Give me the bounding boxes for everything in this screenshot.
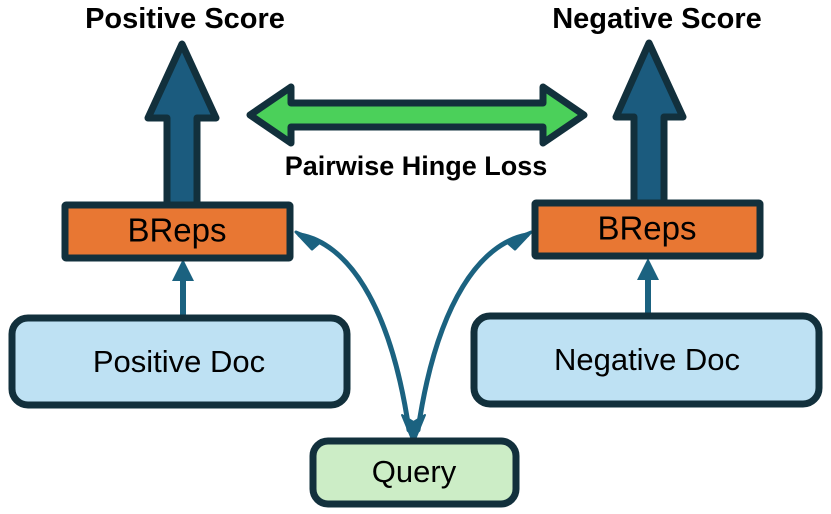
- node-breps-right[interactable]: BReps: [531, 199, 764, 260]
- node-query[interactable]: Query: [309, 437, 520, 508]
- node-positive-doc-label: Positive Doc: [93, 344, 265, 379]
- edge-query-to-breps-right: [415, 230, 533, 433]
- node-query-label: Query: [372, 454, 457, 489]
- edge-into-query-arrowhead: [401, 414, 426, 444]
- label-positive-score: Positive Score: [85, 3, 285, 35]
- arrow-negative-score: [612, 39, 687, 209]
- label-pairwise-hinge-loss: Pairwise Hinge Loss: [285, 151, 548, 181]
- arrow-positive-score: [144, 40, 220, 211]
- node-negative-doc[interactable]: Negative Doc: [470, 312, 823, 408]
- edge-negative-doc-to-breps: [637, 258, 659, 315]
- node-breps-left-label: BReps: [127, 212, 226, 249]
- node-positive-doc[interactable]: Positive Doc: [8, 314, 351, 409]
- label-negative-score: Negative Score: [552, 3, 762, 35]
- edge-positive-doc-to-breps: [172, 259, 194, 318]
- arrow-pairwise-hinge-loss: [246, 83, 588, 147]
- node-breps-left[interactable]: BReps: [61, 201, 294, 262]
- edge-query-to-breps-left: [294, 230, 412, 433]
- node-negative-doc-label: Negative Doc: [554, 342, 740, 377]
- node-breps-right-label: BReps: [597, 210, 696, 247]
